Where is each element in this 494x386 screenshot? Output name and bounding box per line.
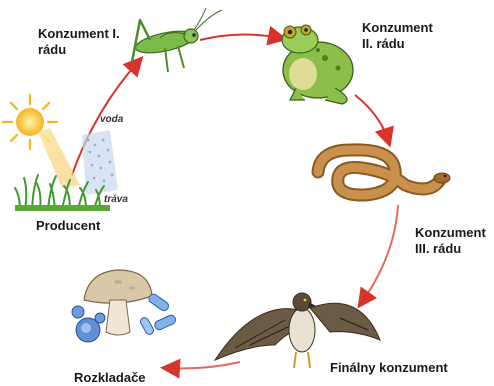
snake-icon xyxy=(318,150,450,195)
label-decomposers: Rozkladače xyxy=(74,370,146,386)
label-consumer2-line2: II. rádu xyxy=(362,36,433,52)
arrow-consumer3-to-final xyxy=(362,205,398,302)
label-consumer3-line1: Konzument xyxy=(415,225,486,241)
label-consumer2: Konzument II. rádu xyxy=(362,20,433,52)
frog-icon xyxy=(282,25,353,104)
label-consumer1-line2: rádu xyxy=(38,42,120,58)
hawk-icon xyxy=(215,293,380,368)
label-consumer3-line2: III. rádu xyxy=(415,241,486,257)
label-consumer3: Konzument III. rádu xyxy=(415,225,486,257)
label-consumer1: Konzument I. rádu xyxy=(38,26,120,58)
label-producer: Producent xyxy=(36,218,100,234)
label-water: voda xyxy=(100,112,123,128)
water-icon xyxy=(82,130,118,195)
arrow-consumer2-to-consumer3 xyxy=(355,95,388,140)
label-final-consumer: Finálny konzument xyxy=(330,360,448,376)
grasshopper-icon xyxy=(132,8,222,72)
label-grass: tráva xyxy=(104,192,128,208)
arrow-consumer1-to-consumer2 xyxy=(200,34,280,40)
label-consumer2-line1: Konzument xyxy=(362,20,433,36)
label-consumer1-line1: Konzument I. xyxy=(38,26,120,42)
grass-base xyxy=(15,205,110,211)
sunbeam xyxy=(38,128,80,188)
arrow-final-to-decomposers xyxy=(168,362,240,368)
